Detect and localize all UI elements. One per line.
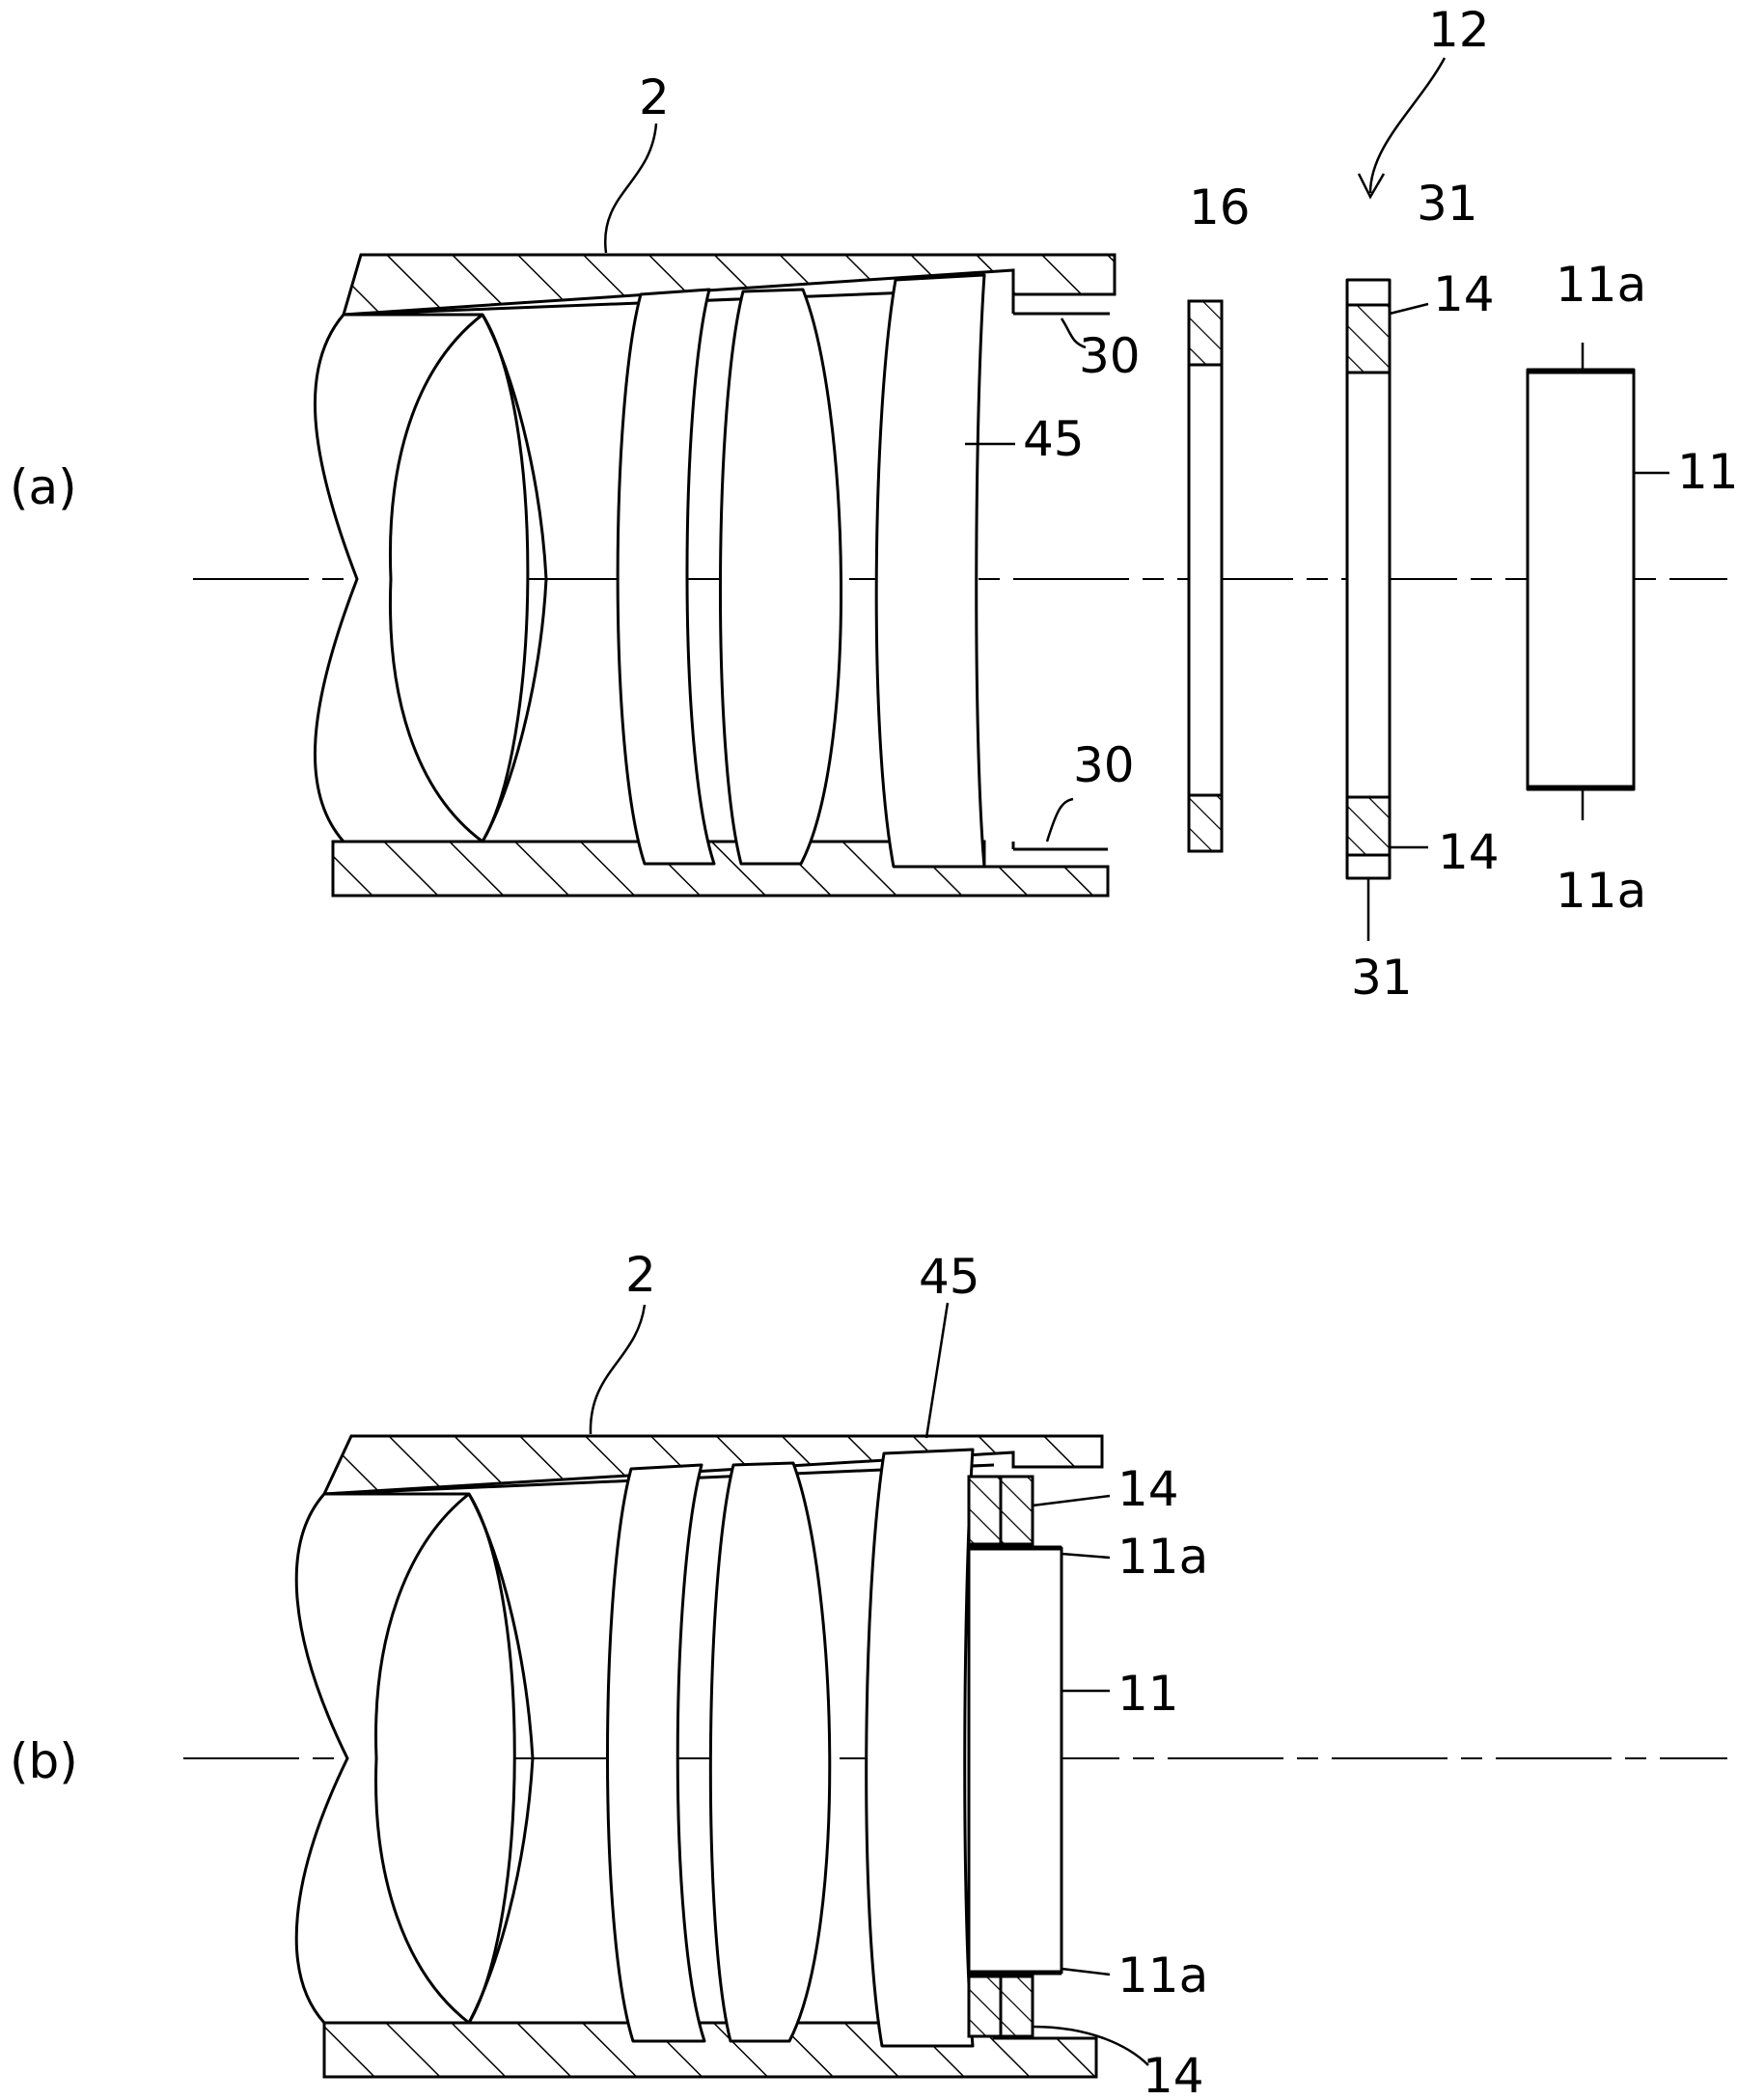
- filter-plate-16-bottom: [1189, 795, 1222, 851]
- leader-14-top-b: [1033, 1496, 1110, 1506]
- panel-a-label: (a): [10, 459, 77, 515]
- callout-2-b: 2: [625, 1247, 656, 1303]
- barrel-top-wall: [344, 255, 1115, 315]
- panel-b-label: (b): [10, 1733, 78, 1789]
- callout-11-b: 11: [1117, 1666, 1179, 1722]
- panel-a: (a): [10, 2, 1737, 1006]
- filter-plate-16-top: [1189, 301, 1222, 365]
- callout-11a-top: 11a: [1556, 257, 1646, 313]
- lens-3-b: [710, 1463, 829, 2041]
- leader-11a-bottom-b: [1062, 1969, 1110, 1975]
- lens-45-b: [867, 1450, 973, 2046]
- leader-2-a: [605, 124, 656, 253]
- panel-b: (b) 2 45: [10, 1247, 1727, 2100]
- callout-45-b: 45: [919, 1249, 980, 1305]
- sensor-11-b: [969, 1548, 1062, 1973]
- sensor-11-a: [1528, 370, 1634, 789]
- callout-12: 12: [1428, 2, 1490, 58]
- callout-30-bottom: 30: [1073, 737, 1135, 793]
- spacer-tab-31-top: [1347, 280, 1390, 305]
- callout-16: 16: [1189, 180, 1251, 235]
- spacer-ring-14-body: [1347, 305, 1390, 855]
- lens-3-a: [720, 290, 841, 864]
- callout-14-bottom: 14: [1438, 824, 1500, 880]
- callout-2-a: 2: [639, 69, 670, 125]
- callout-11: 11: [1677, 444, 1737, 500]
- leader-14-top: [1390, 304, 1428, 314]
- leader-45-b: [926, 1303, 948, 1438]
- callout-31-top: 31: [1417, 176, 1478, 232]
- callout-11a-bottom: 11a: [1556, 863, 1646, 919]
- spacer-ring-14-top: [1347, 305, 1390, 373]
- arrow-12: [1370, 58, 1445, 193]
- leader-11a-top-b: [1062, 1554, 1110, 1558]
- lens-2-b: [608, 1465, 705, 2041]
- callout-14-bottom-b: 14: [1143, 2048, 1204, 2100]
- callout-45-a: 45: [1023, 411, 1085, 467]
- spacer-tab-31-bottom: [1347, 855, 1390, 878]
- callout-11a-bottom-b: 11a: [1117, 1948, 1208, 2003]
- leader-2-b: [591, 1305, 645, 1434]
- filter-plate-16: [1189, 301, 1222, 851]
- lens-45-a: [876, 275, 984, 867]
- spacer-ring-14-bottom: [1347, 797, 1390, 855]
- callout-14-top-b: 14: [1117, 1461, 1179, 1517]
- leader-30-bottom: [1047, 799, 1073, 842]
- callout-30-top: 30: [1079, 328, 1141, 384]
- callout-31-bottom: 31: [1351, 950, 1413, 1006]
- barrel-bottom-wall: [333, 842, 1108, 896]
- lens-2-a: [618, 290, 714, 864]
- callout-11a-top-b: 11a: [1117, 1529, 1208, 1585]
- callout-14-top: 14: [1433, 266, 1495, 322]
